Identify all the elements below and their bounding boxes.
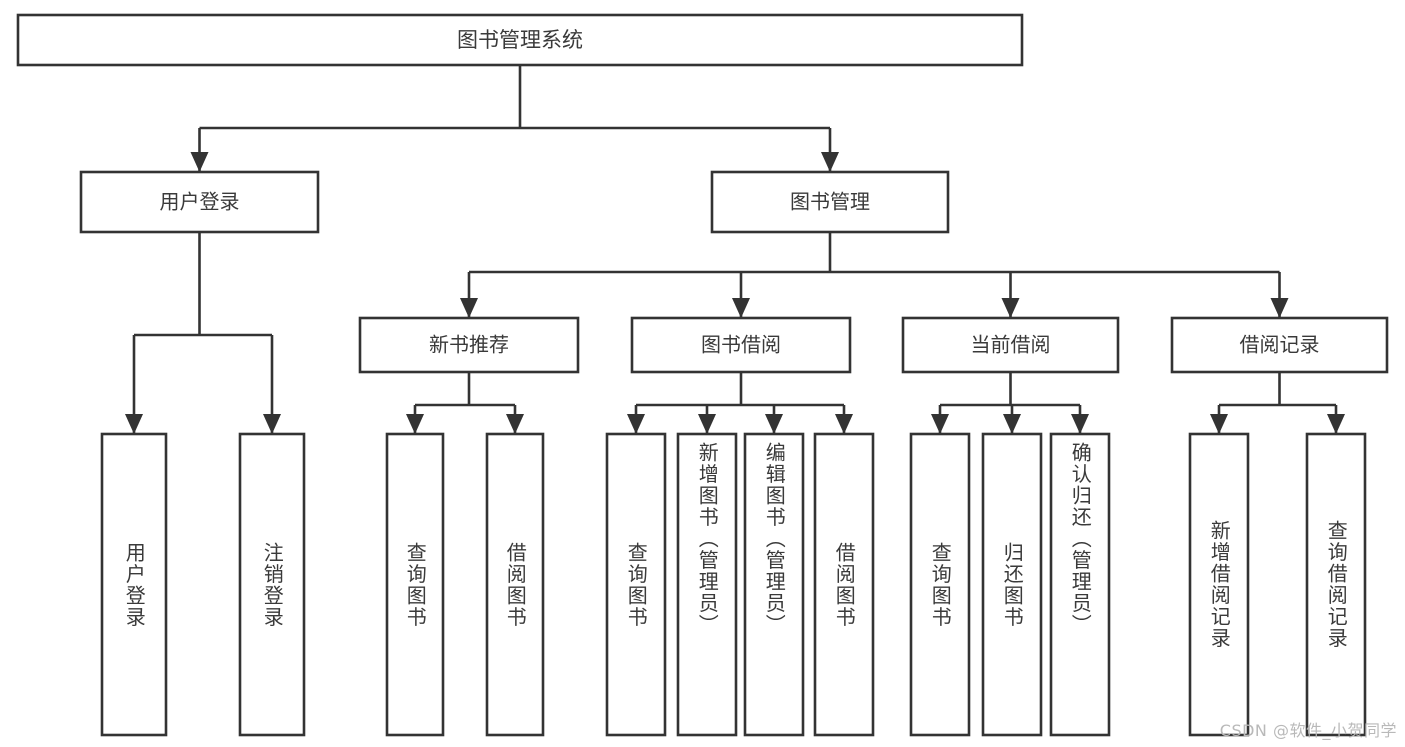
node-leaf-user-logout[interactable] [238, 432, 306, 737]
arrow-head-icon [821, 152, 839, 172]
arrow-head-icon [698, 414, 716, 434]
node-user-login[interactable]: 用户登录 [79, 170, 320, 234]
arrow-head-icon [1270, 298, 1289, 318]
arrow-head-icon [1327, 414, 1345, 434]
node-label: 当前借阅 [971, 333, 1051, 357]
node-leaf-borrow-book-2[interactable] [813, 432, 875, 737]
node-leaf-confirm-return[interactable] [1049, 432, 1111, 737]
node-label: 用户登录 [160, 190, 240, 214]
arrow-head-icon [125, 414, 143, 434]
arrow-head-icon [627, 414, 645, 434]
arrow-head-icon [506, 414, 524, 434]
node-book-borrow[interactable]: 图书借阅 [630, 316, 852, 374]
node-label: 图书管理 [790, 190, 870, 214]
node-label: 新书推荐 [429, 333, 509, 357]
arrow-head-icon [1003, 414, 1021, 434]
arrow-head-icon [765, 414, 783, 434]
arrow-head-icon [1001, 298, 1020, 318]
arrow-head-icon [732, 298, 750, 318]
connectors-layer [125, 65, 1345, 434]
node-new-book-recommend[interactable]: 新书推荐 [358, 316, 580, 374]
node-leaf-query-book-1[interactable] [385, 432, 445, 737]
arrow-head-icon [1210, 414, 1228, 434]
node-book-manage[interactable]: 图书管理 [710, 170, 950, 234]
node-leaf-user-login[interactable] [100, 432, 168, 737]
arrow-head-icon [931, 414, 949, 434]
node-leaf-query-book-3[interactable] [909, 432, 971, 737]
node-leaf-add-record[interactable] [1188, 432, 1250, 737]
arrow-head-icon [1071, 414, 1089, 434]
arrow-head-icon [460, 298, 478, 318]
arrow-head-icon [406, 414, 424, 434]
node-leaf-borrow-book-1[interactable] [485, 432, 545, 737]
node-leaf-edit-book[interactable] [743, 432, 805, 737]
arrow-head-icon [835, 414, 853, 434]
node-leaf-add-book[interactable] [676, 432, 738, 737]
node-leaf-query-record[interactable] [1305, 432, 1367, 737]
arrow-head-icon [263, 414, 281, 434]
arrow-head-icon [190, 152, 209, 172]
node-borrow-record[interactable]: 借阅记录 [1170, 316, 1389, 374]
node-current-borrow[interactable]: 当前借阅 [901, 316, 1120, 374]
node-root-system[interactable]: 图书管理系统 [16, 13, 1024, 67]
node-leaf-query-book-2[interactable] [605, 432, 667, 737]
node-label: 图书管理系统 [457, 28, 583, 52]
node-leaf-return-book[interactable] [981, 432, 1043, 737]
node-label: 借阅记录 [1240, 333, 1320, 357]
watermark-text: CSDN @软件_小贺同学 [1219, 721, 1397, 740]
node-label: 图书借阅 [701, 333, 781, 357]
